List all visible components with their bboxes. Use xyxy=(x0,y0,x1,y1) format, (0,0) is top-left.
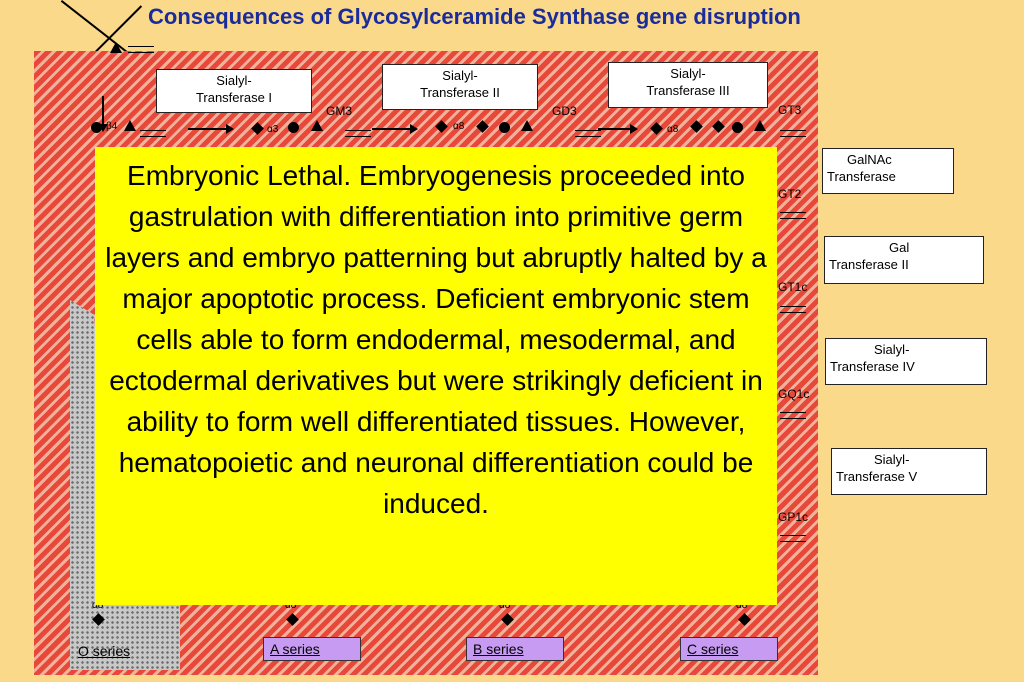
alpha8-linkage-label: α8 xyxy=(499,600,511,611)
double-bond-mark xyxy=(780,306,806,313)
sialyltransferase-1-box: Sialyl- Transferase I xyxy=(156,69,312,113)
sialyltransferase-4-box: Sialyl- Transferase IV xyxy=(825,338,987,385)
o-series-link[interactable]: O series xyxy=(78,643,131,659)
ganglioside-gq1c-label: GQ1c xyxy=(778,387,810,401)
alpha8-linkage-label: α8 xyxy=(285,600,297,611)
double-bond-mark xyxy=(575,130,601,137)
ganglioside-gt1c-label: GT1c xyxy=(778,280,808,294)
ganglioside-gm3-label: GM3 xyxy=(326,104,353,118)
glucose-circle-symbol xyxy=(91,122,102,133)
galactose-triangle-symbol xyxy=(754,120,766,131)
galnac-transferase-box: GalNAc Transferase xyxy=(822,148,954,194)
ganglioside-gt3-label: GT3 xyxy=(778,103,802,117)
gal-transferase-2-box: Gal Transferase II xyxy=(824,236,984,284)
alpha8-linkage-label: α8 xyxy=(453,121,465,132)
double-bond-mark xyxy=(780,412,806,419)
glucose-circle-symbol xyxy=(288,122,299,133)
synthase-down-arrow xyxy=(102,96,104,130)
pathway-arrow-3 xyxy=(598,124,638,134)
double-bond-mark xyxy=(780,212,806,219)
double-bond-mark xyxy=(780,535,806,542)
glucose-circle-symbol xyxy=(732,122,743,133)
c-series-link[interactable]: C series xyxy=(680,637,778,661)
galactose-triangle-symbol xyxy=(311,120,323,131)
alpha3-linkage-label: α3 xyxy=(267,124,279,135)
b-series-link[interactable]: B series xyxy=(466,637,564,661)
alpha8-linkage-label: α8 xyxy=(736,600,748,611)
triangle-symbol xyxy=(110,42,122,53)
page-title: Consequences of Glycosylceramide Synthas… xyxy=(148,4,801,29)
galactose-triangle-symbol xyxy=(521,120,533,131)
galactose-triangle-symbol xyxy=(124,120,136,131)
sialyltransferase-3-box: Sialyl- Transferase III xyxy=(608,62,768,108)
double-bond-mark xyxy=(345,130,371,137)
double-bond-mark xyxy=(780,130,806,137)
callout-text: Embryonic Lethal. Embryogenesis proceede… xyxy=(105,160,767,519)
double-bond-mark xyxy=(128,46,154,53)
double-bond-mark xyxy=(140,130,166,137)
alpha8-linkage-label: α8 xyxy=(92,600,104,611)
ganglioside-gp1c-label: GP1c xyxy=(778,510,809,524)
alpha8-linkage-label: α8 xyxy=(667,124,679,135)
a-series-link[interactable]: A series xyxy=(263,637,361,661)
embryonic-lethal-callout: Embryonic Lethal. Embryogenesis proceede… xyxy=(95,147,777,605)
sialyltransferase-2-box: Sialyl- Transferase II xyxy=(382,64,538,110)
sialyltransferase-5-box: Sialyl- Transferase V xyxy=(831,448,987,495)
ganglioside-gd3-label: GD3 xyxy=(552,104,577,118)
ganglioside-gt2-label: GT2 xyxy=(778,187,802,201)
pathway-arrow-2 xyxy=(372,124,418,134)
glucose-circle-symbol xyxy=(499,122,510,133)
beta4-linkage-label: β4 xyxy=(106,121,118,132)
pathway-arrow-1 xyxy=(188,124,234,134)
